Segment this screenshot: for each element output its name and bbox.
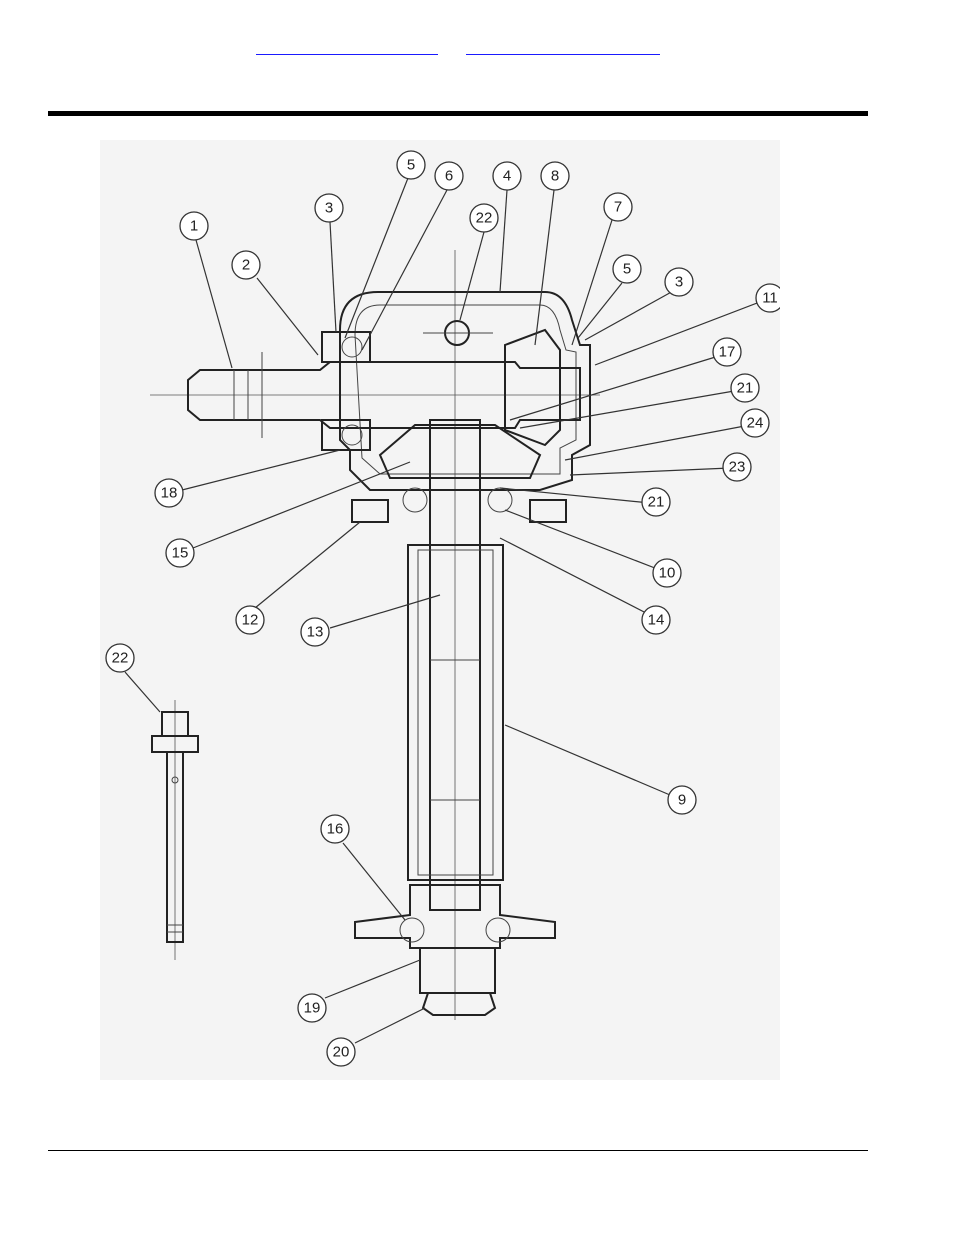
- callout-18: 18: [155, 479, 183, 507]
- svg-text:14: 14: [648, 612, 665, 629]
- svg-text:7: 7: [614, 199, 622, 216]
- callout-11: 11: [756, 284, 780, 312]
- svg-text:13: 13: [307, 624, 324, 641]
- svg-text:4: 4: [503, 168, 511, 185]
- top-rule: [48, 111, 868, 116]
- svg-text:12: 12: [242, 612, 259, 629]
- callout-16: 16: [321, 815, 349, 843]
- svg-text:3: 3: [675, 274, 683, 291]
- callout-3: 3: [315, 194, 343, 222]
- callout-24: 24: [741, 409, 769, 437]
- callout-1: 1: [180, 212, 208, 240]
- callout-23: 23: [723, 453, 751, 481]
- callout-12: 12: [236, 606, 264, 634]
- callout-10: 10: [653, 559, 681, 587]
- header-link-right[interactable]: [466, 40, 660, 55]
- callout-13: 13: [301, 618, 329, 646]
- svg-text:5: 5: [623, 261, 631, 278]
- svg-text:15: 15: [172, 545, 189, 562]
- svg-text:6: 6: [445, 168, 453, 185]
- svg-text:18: 18: [161, 485, 178, 502]
- svg-text:22: 22: [476, 210, 493, 227]
- svg-text:8: 8: [551, 168, 559, 185]
- callout-4: 4: [493, 162, 521, 190]
- svg-text:23: 23: [729, 459, 746, 476]
- svg-text:2: 2: [242, 257, 250, 274]
- callout-7: 7: [604, 193, 632, 221]
- callout-14: 14: [642, 606, 670, 634]
- svg-text:22: 22: [112, 650, 129, 667]
- header-link-left[interactable]: [256, 40, 438, 55]
- svg-text:11: 11: [762, 290, 778, 307]
- callout-19: 19: [298, 994, 326, 1022]
- callout-8: 8: [541, 162, 569, 190]
- gearbox-exploded-diagram: 1 2 3 5 6 22 4 8 7 5 3 11 17 21 24 23 21…: [100, 140, 780, 1080]
- svg-text:1: 1: [190, 218, 198, 235]
- svg-text:10: 10: [659, 565, 676, 582]
- svg-text:17: 17: [719, 344, 736, 361]
- callout-15: 15: [166, 539, 194, 567]
- callout-5: 5: [397, 151, 425, 179]
- callout-9: 9: [668, 786, 696, 814]
- svg-text:20: 20: [333, 1044, 350, 1061]
- callout-21: 21: [731, 374, 759, 402]
- svg-text:16: 16: [327, 821, 344, 838]
- callout-17: 17: [713, 338, 741, 366]
- svg-text:3: 3: [325, 200, 333, 217]
- callout-5b: 5: [613, 255, 641, 283]
- callout-6: 6: [435, 162, 463, 190]
- svg-text:19: 19: [304, 1000, 321, 1017]
- callout-2: 2: [232, 251, 260, 279]
- svg-text:24: 24: [747, 415, 764, 432]
- callout-22: 22: [470, 204, 498, 232]
- callout-22b: 22: [106, 644, 134, 672]
- svg-text:5: 5: [407, 157, 415, 174]
- svg-text:21: 21: [737, 380, 754, 397]
- callout-21b: 21: [642, 488, 670, 516]
- callout-3b: 3: [665, 268, 693, 296]
- svg-text:21: 21: [648, 494, 665, 511]
- svg-text:9: 9: [678, 792, 686, 809]
- bottom-rule: [48, 1150, 868, 1151]
- callout-20: 20: [327, 1038, 355, 1066]
